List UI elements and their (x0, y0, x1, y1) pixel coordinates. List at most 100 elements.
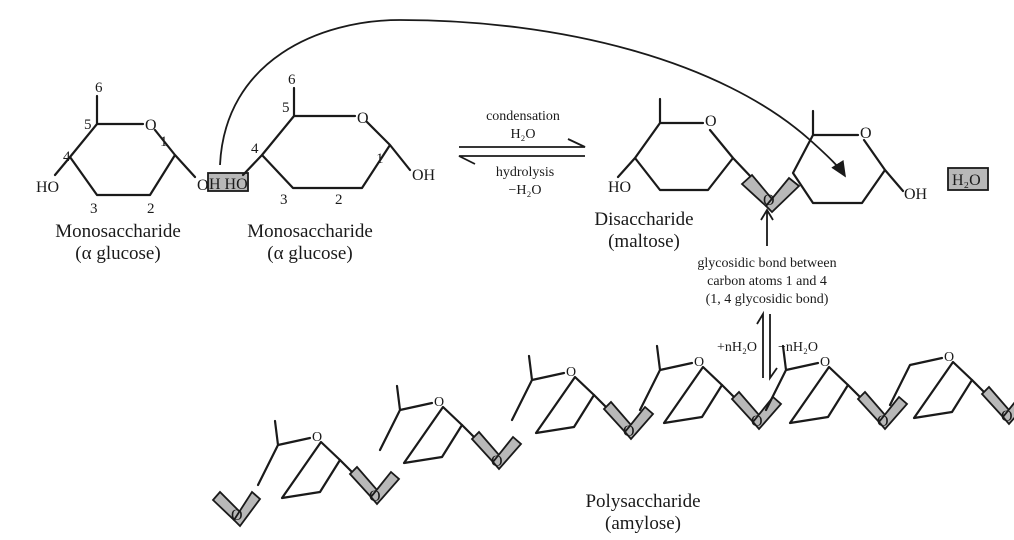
down-arrow (769, 314, 778, 381)
water-highlight-box (207, 172, 249, 192)
carbon-2-label: 2 (147, 201, 155, 217)
carbon-3-label: 3 (90, 201, 98, 217)
c1-bond (460, 423, 476, 439)
ring-oxygen: O (434, 395, 444, 410)
disaccharide-name: Disaccharide (594, 209, 693, 230)
glucose-unit: O (764, 344, 862, 425)
bridge-arm-right (751, 395, 783, 431)
glycosidic-bridge: O (980, 385, 1014, 426)
glucose-unit: O (378, 384, 476, 465)
c1-bond (846, 383, 862, 399)
c1-hydroxyl: OH (412, 167, 436, 184)
ring-bonds (638, 344, 724, 425)
ring-oxygen: O (820, 355, 830, 370)
monomer-left-subname: (α glucose) (75, 243, 160, 264)
bridge-arm-right (369, 470, 401, 506)
glycosidic-bridge: O (730, 390, 783, 431)
forward-label: condensation (486, 109, 560, 124)
hydroxyl-left: HO (608, 179, 631, 196)
c1-bond (338, 458, 354, 474)
bridge-oxygen: O (369, 488, 381, 505)
water-release-arrow (219, 19, 846, 178)
disaccharide: O HO O O OH Disaccharide (maltose) (594, 97, 928, 252)
bridge-arm-right (1001, 401, 1014, 426)
disaccharide-subname: (maltose) (608, 231, 680, 252)
ring-bonds (378, 384, 464, 465)
glucose-unit: O (510, 354, 608, 435)
bridge-oxygen: O (231, 507, 243, 524)
polysaccharide-name: Polysaccharide (585, 491, 700, 512)
c1-bond (592, 393, 608, 409)
glycosidic-bridge: O (348, 465, 401, 506)
bridge-arm-right (877, 395, 909, 431)
glycosidic-bridge-start: O (211, 490, 262, 528)
ring-oxygen: O (566, 365, 576, 380)
ring-bonds (510, 354, 596, 435)
carbon-2-label: 2 (335, 192, 343, 208)
monosaccharide-right: O OH 6 5 4 3 2 1 Monosaccharide (α gluco… (241, 72, 436, 264)
glucose-unit: O (256, 419, 354, 500)
equilibrium-arrows-2: +nH₂O −nH₂O (717, 310, 818, 381)
reverse-sub: −H₂O (509, 183, 542, 198)
carbon-5-label: 5 (282, 100, 290, 116)
left-label: +nH₂O (717, 340, 757, 355)
bridge-oxygen: O (877, 413, 889, 430)
glucose-unit: O (888, 350, 986, 420)
reverse-arrow (458, 155, 585, 165)
bond-annotation: glycosidic bond between carbon atoms 1 a… (697, 256, 836, 307)
carbon-6-label: 6 (95, 80, 103, 96)
ring-bonds (241, 86, 412, 190)
up-arrow (756, 310, 764, 378)
ring-oxygen: O (694, 355, 704, 370)
c1-bond (970, 378, 986, 394)
polysaccharide-subname: (amylose) (605, 513, 681, 534)
water-box-text: H HO (209, 176, 248, 193)
water-leaving-group: H HO (207, 172, 249, 193)
ring-bonds (256, 419, 342, 500)
glycosidic-bridge: O (470, 430, 523, 471)
bridge-arm-right (232, 490, 262, 528)
reverse-label: hydrolysis (496, 165, 554, 180)
carbon-5-label: 5 (84, 117, 92, 133)
bridge-oxygen: O (751, 413, 763, 430)
hydroxyl-right: OH (904, 186, 928, 203)
ring-oxygen: O (312, 430, 322, 445)
polysaccharide-chain: O O O O O O O O O O O O O (211, 344, 1014, 528)
ring-oxygen: O (357, 110, 369, 127)
bridge-oxygen: O (491, 453, 503, 470)
equilibrium-arrows-1: condensation H₂O hydrolysis −H₂O (458, 109, 586, 198)
monomer-right-name: Monosaccharide (247, 221, 373, 242)
carbon-4-label: 4 (251, 141, 259, 157)
carbon-3-label: 3 (280, 192, 288, 208)
bridge-oxygen: O (623, 423, 635, 440)
ring-bonds (888, 356, 974, 420)
ring-oxygen: O (944, 350, 954, 365)
carbon-1-label: 1 (160, 134, 168, 150)
right-label: −nH₂O (778, 340, 818, 355)
disaccharide-ring-left (616, 97, 754, 192)
glycosidic-bridge: O (856, 390, 909, 431)
bond-annotation-line-3: (1, 4 glycosidic bond) (706, 292, 829, 307)
bridge-oxygen: O (763, 192, 775, 209)
ring-oxygen-right: O (860, 125, 872, 142)
glucose-unit: O (638, 344, 736, 425)
water-product-text: H₂O (952, 172, 981, 189)
monomer-right-subname: (α glucose) (267, 243, 352, 264)
ring-bonds (764, 344, 850, 425)
carbon-6-label: 6 (288, 72, 296, 88)
ring-oxygen-left: O (705, 113, 717, 130)
bridge-arm-right (491, 435, 523, 471)
c4-hydroxyl: HO (36, 179, 59, 196)
forward-arrow (459, 138, 586, 148)
glycosidic-bridge-highlight: O (740, 173, 801, 214)
bridge-arm-right (764, 176, 801, 214)
glycosidic-bridge: O (602, 400, 655, 441)
water-product: H₂O (947, 167, 989, 191)
disaccharide-ring-right (791, 109, 905, 205)
monosaccharide-left: O HO 6 5 4 3 2 1 O Monosaccharide (α glu… (36, 80, 209, 264)
carbon-1-label: 1 (376, 151, 384, 167)
ring-bonds (53, 94, 197, 197)
c1-oxygen: O (197, 177, 209, 194)
ring-oxygen: O (145, 117, 157, 134)
